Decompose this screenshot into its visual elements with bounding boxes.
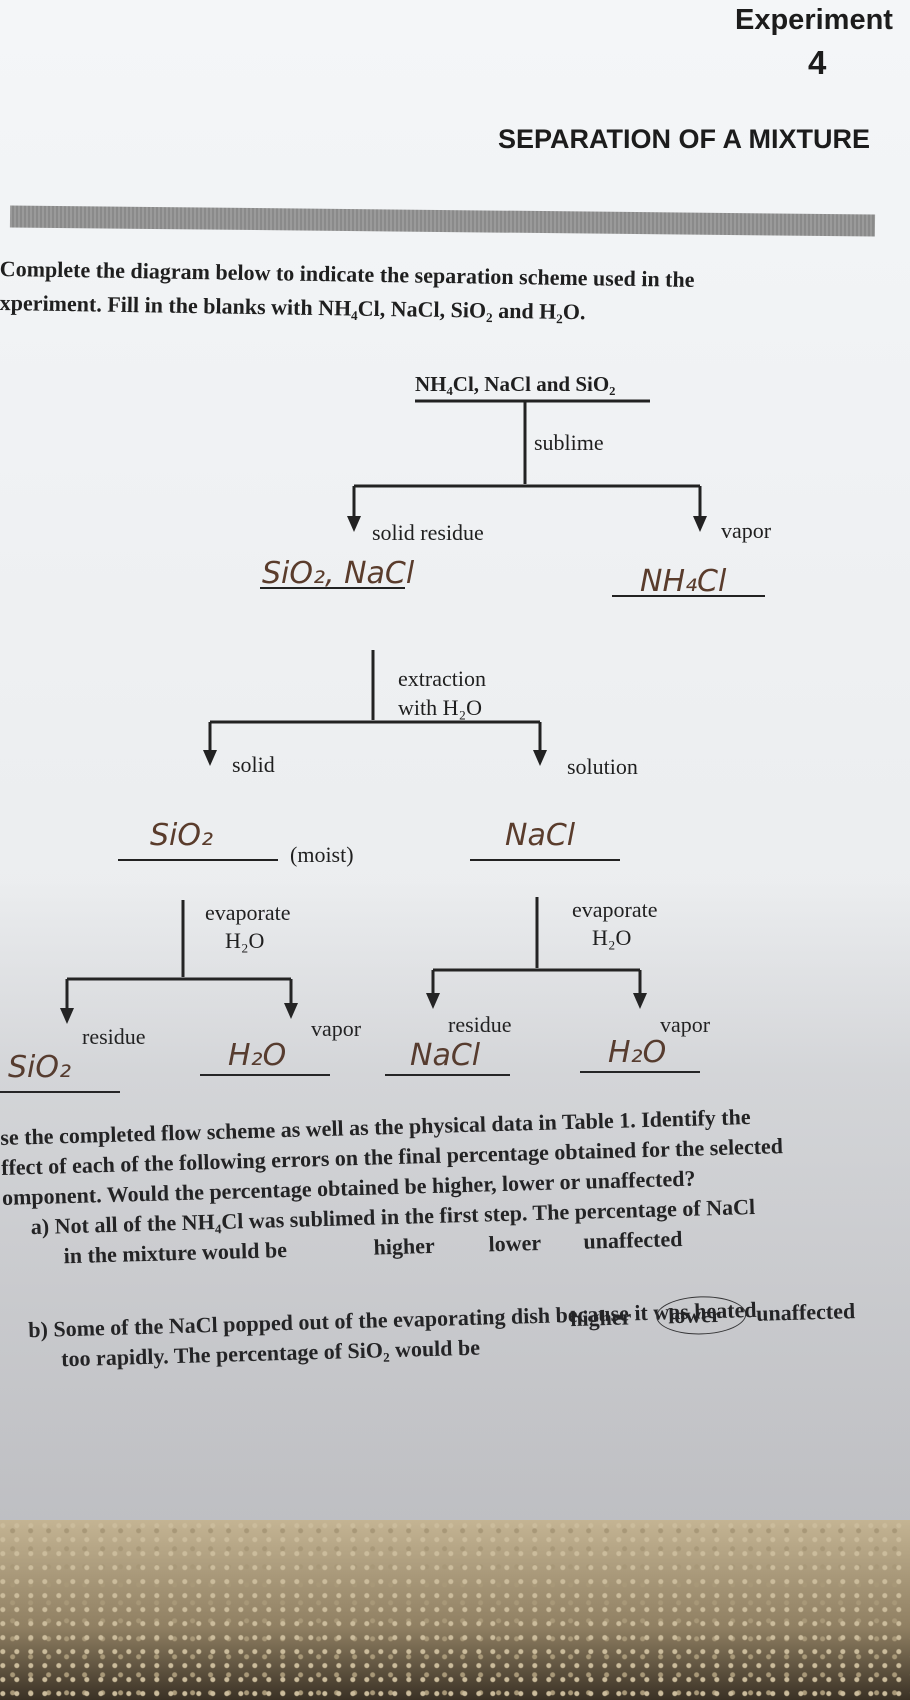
answer-residue-right: NaCl	[410, 1038, 481, 1073]
answer-solid: SiO₂	[150, 818, 214, 853]
desk-surface	[0, 1520, 910, 1700]
moist-label: (moist)	[290, 842, 354, 867]
residue-label-right: residue	[448, 1012, 512, 1037]
answer-solid-residue: SiO₂, NaCl	[262, 556, 415, 591]
solid-residue-label: solid residue	[372, 520, 484, 545]
vapor-label-1: vapor	[721, 518, 772, 543]
vapor-label-left: vapor	[311, 1016, 362, 1041]
evaporate-left-line-1: evaporate	[205, 900, 291, 925]
answer-vapor-1: NH₄Cl	[640, 564, 727, 599]
extraction-step-line-2: with H₂O	[398, 695, 483, 720]
solid-label: solid	[232, 752, 275, 777]
evaporate-left-line-2: H₂O	[225, 928, 265, 953]
solution-label: solution	[567, 754, 638, 779]
residue-label-left: residue	[82, 1024, 146, 1049]
page-title: SEPARATION OF A MIXTURE	[498, 124, 871, 154]
vapor-label-right: vapor	[660, 1012, 711, 1037]
experiment-number: 4	[808, 44, 827, 81]
experiment-label: Experiment	[735, 4, 893, 36]
extraction-step-line-1: extraction	[398, 666, 486, 691]
question-a-option-higher[interactable]: higher	[373, 1232, 436, 1260]
sublime-step-label: sublime	[534, 430, 604, 455]
evaporate-right-line-1: evaporate	[572, 897, 658, 922]
flow-diagram-lines	[0, 399, 765, 1093]
worksheet-page: Experiment 4 SEPARATION OF A MIXTURE Com…	[0, 0, 910, 1520]
mixture-label: NH₄Cl, NaCl and SiO₂	[415, 372, 616, 396]
question-a-option-unaffected[interactable]: unaffected	[583, 1225, 683, 1254]
answer-solution: NaCl	[505, 818, 576, 853]
answer-vapor-right: H₂O	[608, 1035, 667, 1070]
answer-vapor-left: H₂O	[228, 1038, 287, 1073]
question-a-option-lower[interactable]: lower	[488, 1229, 542, 1257]
answer-residue-left: SiO₂	[8, 1050, 72, 1085]
question-b-option-higher[interactable]: higher	[569, 1304, 632, 1332]
question-b-option-unaffected[interactable]: unaffected	[755, 1298, 856, 1326]
evaporate-right-line-2: H₂O	[592, 925, 632, 950]
